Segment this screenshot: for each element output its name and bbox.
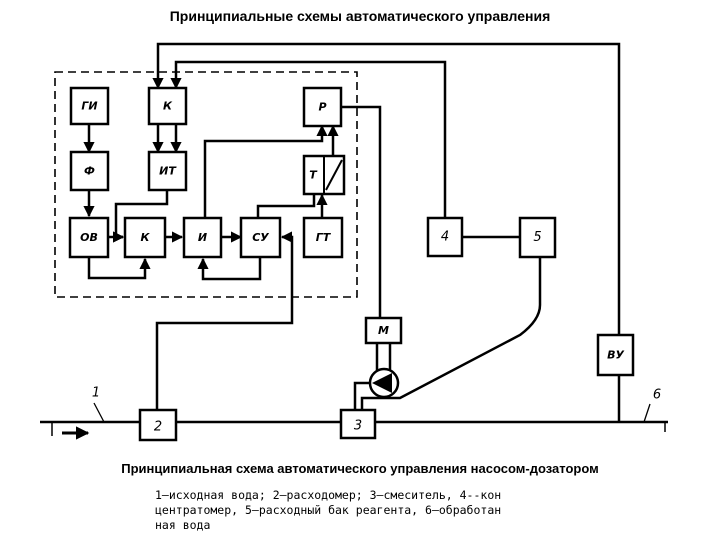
block-vu: ВУ [596, 333, 635, 377]
legend-line: 1—исходная вода; 2—расходомер; 3—смесите… [155, 488, 502, 502]
block-k-mid-label: К [141, 231, 151, 244]
block-ov: ОВ [68, 216, 110, 259]
block-f-label: Ф [84, 165, 95, 178]
line-r-to-m [341, 105, 382, 318]
block-k-mid: К [123, 216, 167, 259]
block-su-label: СУ [252, 231, 269, 244]
diagram-caption: Принципиальная схема автоматического упр… [121, 461, 599, 476]
block-gi: ГИ [69, 86, 110, 126]
block-it-label: ИТ [159, 165, 177, 178]
block-ov-label: ОВ [80, 231, 98, 244]
block-3-label: 3 [354, 419, 362, 434]
block-4-label: 4 [441, 230, 449, 245]
block-r-label: Р [318, 101, 326, 114]
control-unit-boundary [54, 71, 358, 298]
connections [40, 42, 668, 440]
block-i-label: И [198, 231, 207, 244]
label-6-leader [643, 403, 651, 423]
block-5-label: 5 [533, 230, 541, 245]
block-2: 2 [138, 408, 178, 442]
line-5-to-mixer [360, 257, 542, 410]
line-2-to-su [155, 231, 294, 410]
block-2-label: 2 [154, 420, 162, 435]
line-4-to-k [170, 60, 447, 218]
line-pump-to-mixer [353, 381, 369, 410]
legend-line: центратомер, 5—расходный бак реагента, 6… [155, 503, 502, 517]
block-r: Р [302, 86, 343, 128]
block-gi-label: ГИ [81, 100, 97, 113]
block-gt: ГТ [302, 216, 344, 259]
block-k-top: К [147, 86, 188, 126]
block-t-label: Т [309, 169, 318, 182]
pipe-label-6: 6 [653, 388, 661, 403]
block-5: 5 [518, 216, 557, 259]
block-gt-label: ГТ [316, 231, 332, 244]
legend-text: 1—исходная вода; 2—расходомер; 3—смесите… [155, 488, 635, 533]
block-vu-label: ВУ [607, 349, 624, 362]
block-i: И [182, 216, 223, 259]
block-m: М [364, 316, 403, 345]
block-t: Т [302, 154, 346, 196]
line-su-loop [197, 257, 262, 281]
block-su: СУ [239, 216, 282, 259]
block-4: 4 [426, 216, 464, 258]
block-f: Ф [69, 150, 110, 192]
block-3: 3 [339, 408, 377, 440]
block-m-label: М [378, 324, 389, 337]
line-ov-loop [87, 257, 151, 280]
line-t-to-su [256, 194, 316, 218]
page-title: Принципиальные схемы автоматического упр… [169, 8, 551, 24]
label-1-leader [93, 402, 105, 423]
pipe-label-1: 1 [92, 386, 100, 401]
pump-icon [368, 367, 400, 399]
line-vu-to-k [152, 42, 621, 335]
block-k-top-label: К [163, 100, 173, 113]
block-it: ИТ [147, 150, 188, 192]
line-i-to-r [203, 124, 328, 218]
legend-line: ная вода [155, 518, 211, 532]
